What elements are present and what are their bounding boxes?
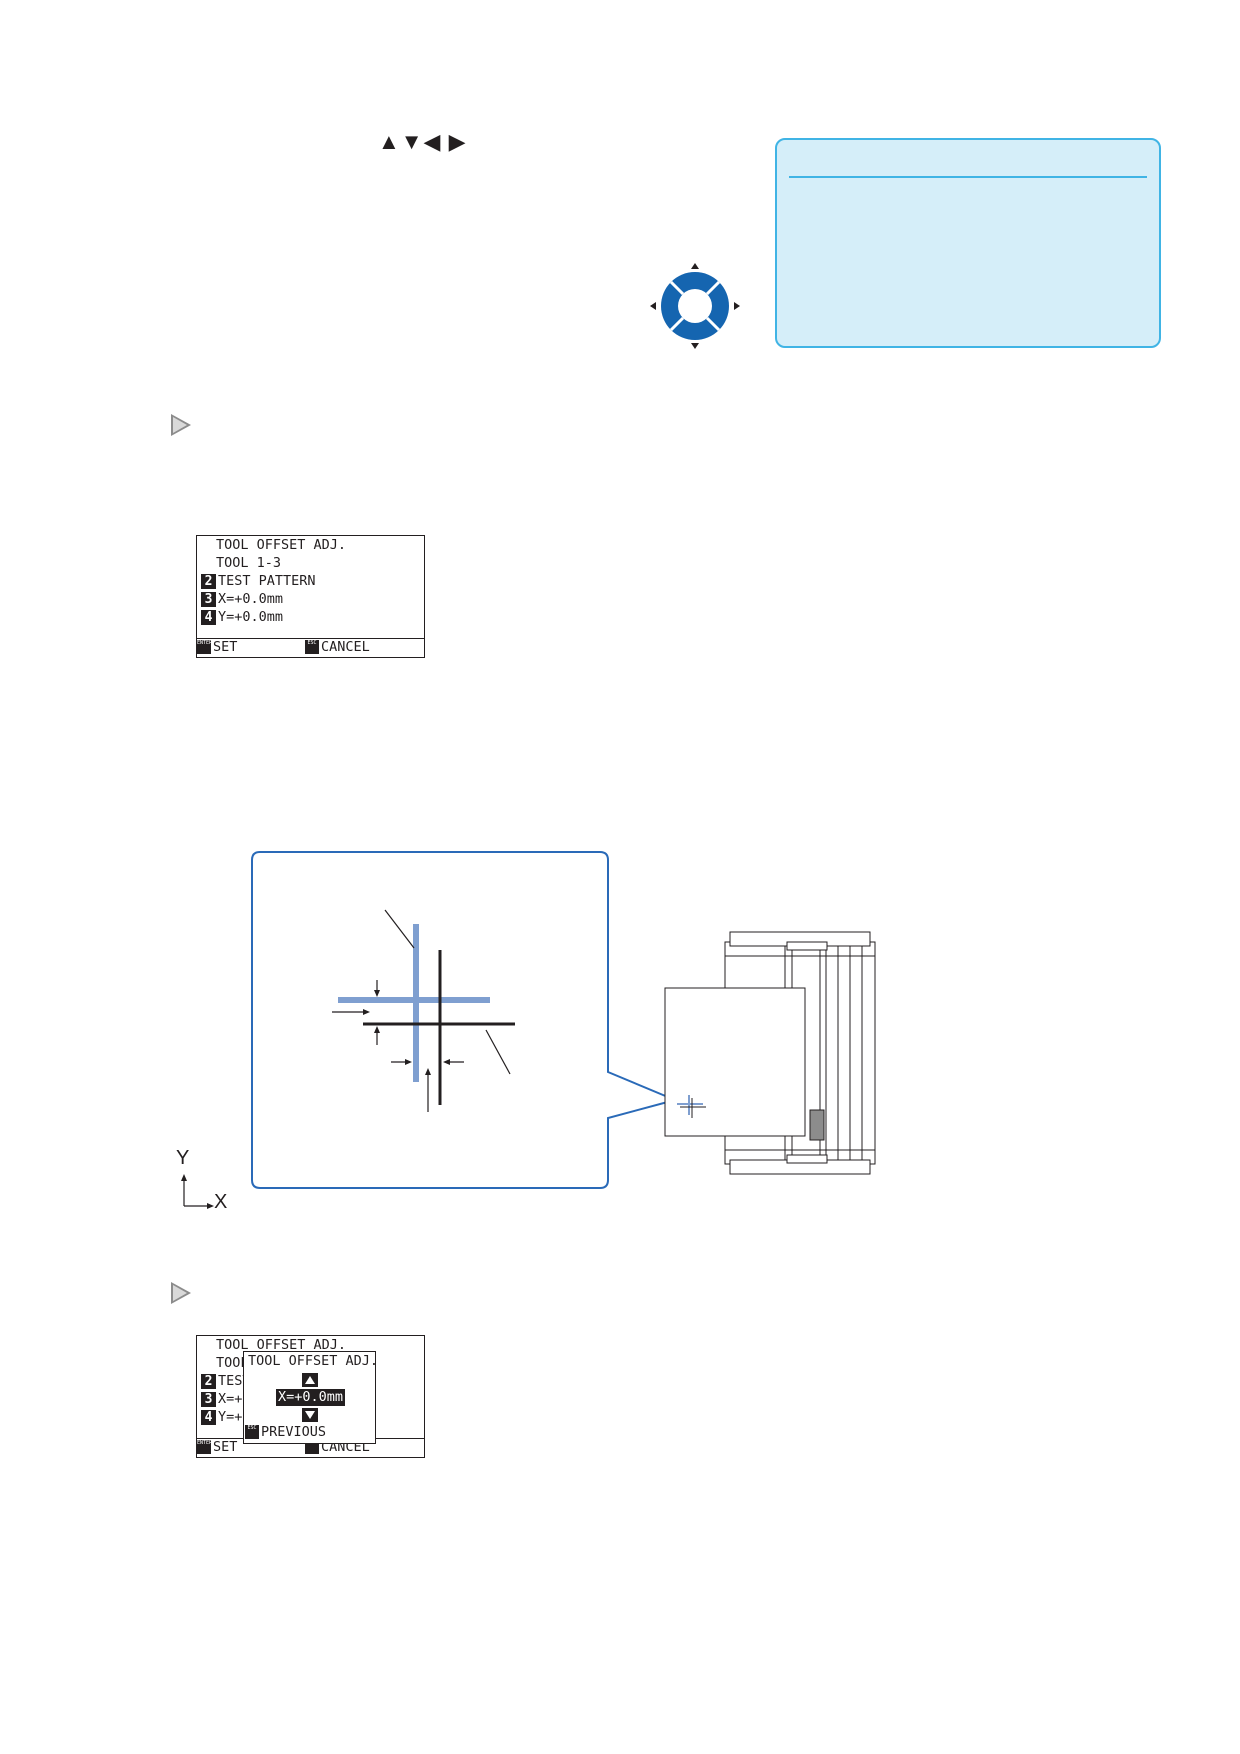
esc-key-icon: ESC <box>245 1425 259 1439</box>
lcd-title: TOOL OFFSET ADJ. <box>216 537 347 553</box>
lcd-y-value: Y=+0.0mm <box>218 609 284 625</box>
key-3-icon: 3 <box>201 591 216 607</box>
lcd-test-pattern: TEST <box>218 1373 251 1389</box>
esc-key-icon: ESC <box>305 640 319 654</box>
position-keys-icon <box>650 263 740 349</box>
lcd-x-value: X=+0.0mm <box>218 591 284 607</box>
lcd-line: TOOL OFFSET ADJ. <box>201 1337 346 1354</box>
xy-axis-icon <box>181 1174 214 1209</box>
step-marker <box>171 414 191 436</box>
popup-title: TOOL OFFSET ADJ. <box>248 1353 379 1369</box>
lcd-line: TOOL <box>201 1355 249 1372</box>
lcd-x-value: X=+0 <box>218 1391 251 1407</box>
key-3-icon: 3 <box>201 1391 216 1407</box>
lcd-tool: TOOL <box>216 1355 249 1371</box>
x-axis-label: X <box>214 1191 228 1213</box>
enter-key-icon: ENTER <box>197 640 211 654</box>
paper-sheet <box>664 987 806 1137</box>
note-box <box>775 138 1161 348</box>
lcd-set-label: SET <box>213 639 238 655</box>
popup-previous-label: PREVIOUS <box>261 1424 327 1440</box>
key-4-icon: 4 <box>201 609 216 625</box>
callout-box <box>251 851 679 1189</box>
lcd-y-value: Y=+0 <box>218 1409 251 1425</box>
y-axis-label: Y <box>176 1147 190 1169</box>
lcd-test-pattern: TEST PATTERN <box>218 573 316 589</box>
lcd-set-label: SET <box>213 1439 238 1455</box>
down-arrow-icon <box>302 1408 318 1422</box>
mini-test-pattern <box>677 1095 706 1118</box>
lcd-line: TOOL OFFSET ADJ. <box>201 537 346 554</box>
popup-x-value: X=+0.0mm <box>276 1389 346 1406</box>
key-4-icon: 4 <box>201 1409 216 1425</box>
test-pattern-diagram <box>251 851 876 1189</box>
up-arrow-icon <box>302 1373 318 1387</box>
enter-key-icon: ENTER <box>197 1440 211 1454</box>
lcd-tool: TOOL 1-3 <box>216 555 282 571</box>
step-marker <box>171 1282 191 1304</box>
arrow-keys-glyphs: ▲▼◀ ▶ <box>378 129 467 154</box>
lcd-cancel-label: CANCEL <box>321 639 370 655</box>
lcd-title: TOOL OFFSET ADJ. <box>216 1337 347 1353</box>
blue-test-pattern <box>338 924 490 1082</box>
note-divider <box>789 176 1147 178</box>
lcd-line: TOOL 1-3 <box>201 555 281 572</box>
key-2-icon: 2 <box>201 573 216 589</box>
black-test-pattern <box>363 950 515 1105</box>
key-2-icon: 2 <box>201 1373 216 1389</box>
